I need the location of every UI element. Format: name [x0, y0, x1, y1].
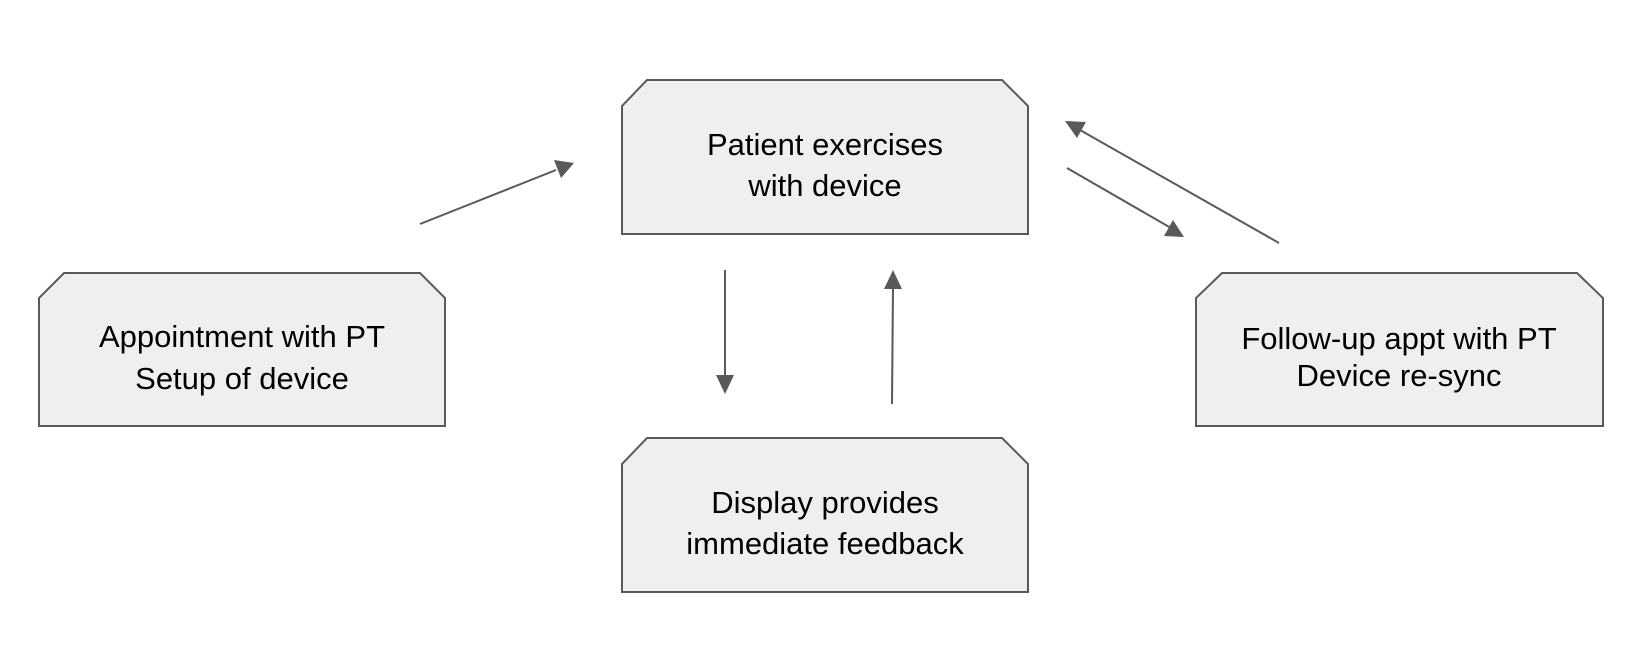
node-follow-up-line-2: Device re-sync: [1297, 358, 1502, 393]
node-display-feedback-line-1: Display provides: [711, 485, 938, 520]
node-patient-exercises: Patient exercises with device: [621, 79, 1029, 235]
edge-followup-to-patient: [1065, 121, 1280, 244]
edge-appointment-to-patient: [419, 160, 574, 225]
node-patient-exercises-line-2: with device: [747, 168, 901, 203]
node-patient-exercises-line-1: Patient exercises: [707, 127, 943, 162]
edge-patient-to-display: [716, 270, 734, 394]
node-appointment-setup: Appointment with PT Setup of device: [38, 272, 446, 427]
node-display-feedback-line-2: immediate feedback: [686, 526, 964, 561]
node-display-feedback: Display provides immediate feedback: [621, 437, 1029, 593]
node-follow-up: Follow-up appt with PT Device re-sync: [1195, 272, 1604, 427]
node-follow-up-line-1: Follow-up appt with PT: [1241, 321, 1556, 356]
edge-display-to-patient: [884, 270, 902, 405]
node-appointment-setup-line-2: Setup of device: [135, 361, 349, 396]
node-appointment-setup-line-1: Appointment with PT: [99, 319, 385, 354]
edge-patient-to-followup: [1066, 167, 1184, 237]
